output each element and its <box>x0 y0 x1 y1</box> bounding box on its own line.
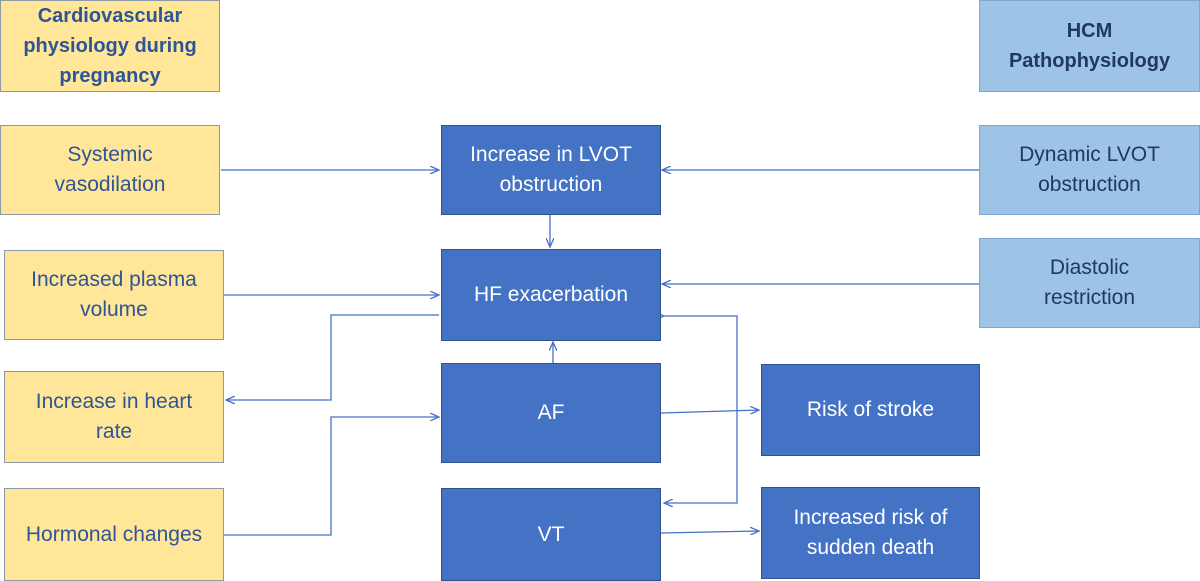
plasma-volume-box: Increased plasma volume <box>4 250 224 340</box>
dynamic-lvot-box: Dynamic LVOT obstruction <box>979 125 1200 215</box>
diastolic-restriction-box: Diastolic restriction <box>979 238 1200 328</box>
arrow-vt-to-sudden-death <box>660 531 759 533</box>
arrow-af-to-stroke <box>660 410 759 413</box>
arrow-hf-heartrate <box>226 314 439 400</box>
stroke-risk-box: Risk of stroke <box>761 364 980 456</box>
heart-rate-box: Increase in heart rate <box>4 371 224 463</box>
af-box: AF <box>441 363 661 463</box>
vt-box: VT <box>441 488 661 581</box>
hf-exacerbation-box: HF exacerbation <box>441 249 661 341</box>
arrow-vt-af-loop <box>664 316 738 503</box>
hcm-heading: HCM Pathophysiology <box>979 0 1200 92</box>
arrow-hormonal-to-af <box>224 417 439 536</box>
hormonal-changes-box: Hormonal changes <box>4 488 224 581</box>
pregnancy-heading: Cardiovascular physiology during pregnan… <box>0 0 220 92</box>
lvot-increase-box: Increase in LVOT obstruction <box>441 125 661 215</box>
systemic-vasodilation-box: Systemic vasodilation <box>0 125 220 215</box>
sudden-death-box: Increased risk of sudden death <box>761 487 980 579</box>
